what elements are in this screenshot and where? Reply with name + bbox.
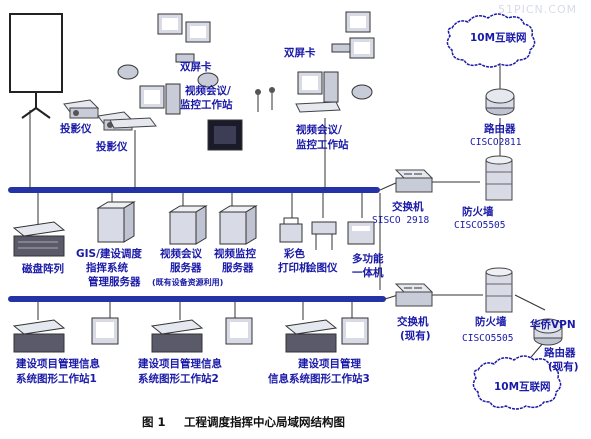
printer-icon bbox=[347, 221, 375, 245]
video-conf-server-label-1: 视频会议 bbox=[160, 247, 202, 260]
figure-title: 工程调度指挥中心局域网结构图 bbox=[184, 415, 345, 429]
internet-cloud-top: 10M互联网 bbox=[446, 13, 536, 68]
gis-server: GIS/建设调度 指挥系统 管理服务器 (既有设备资源利用) bbox=[76, 201, 223, 288]
workstation-left-label-1: 视频会议/ bbox=[185, 84, 231, 97]
workstation-left-label-2: 监控工作站 bbox=[180, 98, 233, 111]
huaju-vpn-label: 华侨VPN bbox=[530, 318, 576, 331]
plotter: 绘图仪 bbox=[306, 221, 338, 274]
switch-top: 交换机 SISCO 2918 bbox=[372, 169, 434, 226]
printer-icon bbox=[279, 217, 303, 243]
projector-icon bbox=[63, 99, 100, 119]
gis-server-label-1: GIS/建设调度 bbox=[76, 247, 142, 260]
video-monitor-server-label-1: 视频监控 bbox=[214, 247, 256, 260]
server-icon bbox=[168, 205, 208, 245]
router-icon bbox=[533, 318, 563, 346]
plotter-icon bbox=[311, 221, 337, 250]
firewall-bottom: 防火墙 CISCO5505 bbox=[462, 267, 513, 344]
projector-2-label: 投影仪 bbox=[96, 140, 128, 153]
ws1-label-1: 建设项目管理信息 bbox=[15, 357, 100, 370]
workstation-right: 双屏卡 视频会议/ 监控工作站 bbox=[283, 11, 375, 151]
video-conf-server-label-2: 服务器 bbox=[170, 261, 202, 274]
switch-icon bbox=[394, 283, 434, 307]
video-monitor-server: 视频监控 服务器 bbox=[214, 205, 258, 274]
dual-card-left-label: 双屏卡 bbox=[179, 60, 212, 73]
workstation-icon bbox=[12, 317, 119, 353]
ws2-label-2: 系统图形工作站2 bbox=[138, 372, 219, 385]
graphics-workstation-2: 建设项目管理信息 系统图形工作站2 bbox=[137, 317, 253, 385]
firewall-bottom-label: 防火墙 bbox=[475, 315, 507, 328]
backbone-bus-bottom bbox=[8, 296, 386, 302]
workstation-icon bbox=[109, 13, 275, 151]
projector-1: 投影仪 bbox=[60, 99, 100, 135]
figure-number: 图 1 bbox=[142, 415, 166, 429]
switch-bottom-label: 交换机 bbox=[397, 315, 429, 328]
disk-array-label: 磁盘阵列 bbox=[22, 262, 64, 275]
ws1-label-2: 系统图形工作站1 bbox=[16, 372, 97, 385]
firewall-top-model: CISCO5505 bbox=[454, 220, 505, 231]
workstation-icon bbox=[150, 317, 253, 353]
gis-server-note: (既有设备资源利用) bbox=[152, 277, 223, 287]
workstation-right-label-2: 监控工作站 bbox=[296, 138, 349, 151]
router-bottom: 华侨VPN 路由器 (现有) bbox=[530, 318, 579, 373]
router-bottom-sub: (现有) bbox=[548, 360, 579, 373]
ws2-label-1: 建设项目管理信息 bbox=[137, 357, 222, 370]
watermark: 51PICN.COM bbox=[498, 3, 577, 16]
projector-1-label: 投影仪 bbox=[60, 122, 92, 135]
video-conf-server: 视频会议 服务器 bbox=[160, 205, 208, 274]
color-printer-label-1: 彩色 bbox=[283, 247, 305, 260]
video-monitor-server-label-2: 服务器 bbox=[222, 261, 254, 274]
switch-top-label: 交换机 bbox=[392, 200, 424, 213]
firewall-bottom-model: CISCO5505 bbox=[462, 333, 513, 344]
projector-2: 投影仪 bbox=[96, 111, 134, 153]
gis-server-label-3: 管理服务器 bbox=[88, 275, 141, 288]
internet-bottom-label: 10M互联网 bbox=[494, 380, 551, 393]
ws3-label-1: 建设项目管理 bbox=[297, 357, 361, 370]
multifunction-printer: 多功能 一体机 bbox=[347, 221, 384, 279]
gis-server-label-2: 指挥系统 bbox=[86, 261, 128, 274]
switch-icon bbox=[394, 169, 434, 193]
workstation-right-label-1: 视频会议/ bbox=[296, 123, 342, 136]
graphics-workstation-1: 建设项目管理信息 系统图形工作站1 bbox=[12, 317, 119, 385]
router-top-label: 路由器 bbox=[484, 122, 516, 135]
mfp-label-1: 多功能 bbox=[352, 252, 384, 265]
connection-lines bbox=[29, 62, 551, 371]
dual-card-right-label: 双屏卡 bbox=[283, 46, 316, 59]
workstation-icon bbox=[295, 11, 375, 113]
server-icon bbox=[96, 201, 136, 243]
firewall-icon bbox=[485, 267, 513, 313]
internet-top-label: 10M互联网 bbox=[470, 31, 527, 44]
plotter-label: 绘图仪 bbox=[306, 261, 338, 274]
router-top: 路由器 CISCO2811 bbox=[470, 88, 522, 148]
ws3-label-2: 信息系统图形工作站3 bbox=[268, 372, 370, 385]
router-bottom-label: 路由器 bbox=[544, 346, 576, 359]
workstation-left: 双屏卡 视频会议/ 监控工作站 bbox=[109, 13, 275, 151]
router-top-model: CISCO2811 bbox=[470, 137, 522, 148]
mfp-label-2: 一体机 bbox=[352, 266, 384, 279]
server-icon bbox=[12, 221, 66, 257]
switch-bottom: 交换机 (现有) bbox=[394, 283, 434, 342]
firewall-top: 防火墙 CISCO5505 bbox=[454, 155, 513, 231]
firewall-top-label: 防火墙 bbox=[462, 205, 494, 218]
workstation-icon bbox=[284, 317, 369, 353]
disk-array: 磁盘阵列 bbox=[12, 221, 66, 275]
graphics-workstation-3: 建设项目管理 信息系统图形工作站3 bbox=[268, 317, 370, 385]
switch-top-model: SISCO 2918 bbox=[372, 215, 429, 226]
internet-cloud-bottom: 10M互联网 bbox=[472, 355, 562, 410]
projection-screen bbox=[9, 13, 63, 119]
server-icon bbox=[218, 205, 258, 245]
switch-bottom-sub: (现有) bbox=[400, 329, 431, 342]
backbone-bus-top bbox=[8, 187, 380, 193]
firewall-icon bbox=[485, 155, 513, 201]
router-icon bbox=[485, 88, 515, 116]
color-printer: 彩色 打印机 bbox=[278, 217, 310, 274]
color-printer-label-2: 打印机 bbox=[278, 261, 310, 274]
